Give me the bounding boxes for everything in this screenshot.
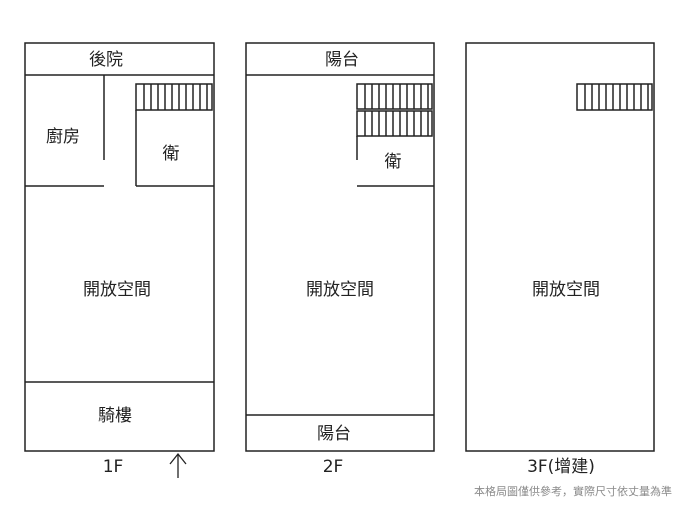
floor-1f-outline bbox=[24, 42, 215, 452]
staircase-icon bbox=[135, 83, 213, 111]
room-label-bath: 衛 bbox=[385, 152, 402, 172]
room-label-backyard: 後院 bbox=[89, 50, 123, 70]
room-label-bath: 衛 bbox=[163, 144, 180, 164]
room-label-open-space: 開放空間 bbox=[306, 280, 374, 300]
staircase-icon bbox=[576, 83, 653, 111]
floor-label-1f: 1F bbox=[103, 457, 124, 477]
room-label-open-space: 開放空間 bbox=[83, 280, 151, 300]
room-label-open-space: 開放空間 bbox=[532, 280, 600, 300]
floor-2f-outline bbox=[245, 42, 435, 452]
room-label-arcade: 騎樓 bbox=[98, 406, 132, 426]
floor-label-2f: 2F bbox=[323, 457, 344, 477]
up-arrow-icon bbox=[169, 452, 187, 478]
staircase-icon bbox=[356, 83, 433, 110]
room-label-balcony-front: 陽台 bbox=[317, 424, 351, 444]
floor-1f-plan bbox=[24, 42, 215, 452]
disclaimer-note: 本格局圖僅供參考，實際尺寸依丈量為準 bbox=[474, 484, 672, 498]
room-label-balcony-back: 陽台 bbox=[325, 50, 359, 70]
floor-3f-outline bbox=[465, 42, 655, 452]
room-label-kitchen: 廚房 bbox=[46, 126, 80, 147]
floor-3f-plan bbox=[465, 42, 655, 452]
floor-2f-plan bbox=[245, 42, 435, 452]
floor-label-3f: 3F(增建) bbox=[527, 457, 595, 477]
staircase-icon bbox=[356, 110, 433, 137]
